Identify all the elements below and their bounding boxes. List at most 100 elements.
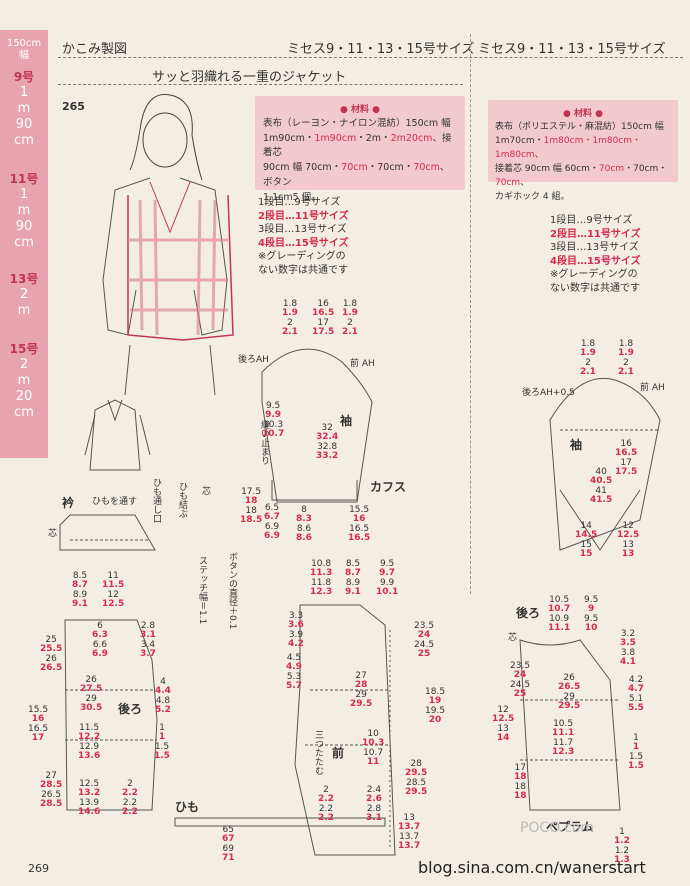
size-heading-left: ミセス9・11・13・15号サイズ: [287, 42, 475, 57]
mat-seg: 、: [520, 177, 530, 188]
tab-amount: m: [17, 203, 31, 218]
cuffs-label: カフス: [370, 480, 407, 494]
stitch-stop-label: 縫い止まり: [259, 420, 269, 465]
legend-line: 1段目…9号サイズ: [258, 197, 341, 208]
tab-amount: cm: [14, 405, 34, 420]
mat-seg: 70cm: [598, 163, 625, 174]
back-pattern-right: [519, 639, 621, 811]
front-ah-label-right: 前 AH: [640, 383, 665, 393]
mat-seg: 90cm 幅 70cm・: [263, 162, 342, 174]
front-label: 前: [332, 746, 345, 760]
legend-line: ない数字は共通です: [258, 264, 348, 276]
mat-seg: 1m80cm: [543, 135, 584, 146]
watermark-text: blog.sina.com.cn/wanerstart: [418, 858, 646, 877]
legend-line: 1段目…9号サイズ: [550, 215, 633, 226]
tab-amount: m: [17, 101, 31, 116]
back-body-pattern: [64, 619, 158, 811]
mat-seg: 70cm: [413, 162, 440, 174]
sleeve-label: 袖: [340, 414, 353, 428]
tab-size-13: 13号: [9, 272, 39, 286]
mat-seg: 1m90cm: [314, 132, 357, 144]
back-ah-label-right: 後ろAH+0.5: [522, 388, 575, 398]
tab-amount: 2: [19, 287, 29, 302]
materials-title: ● 材料 ●: [563, 109, 603, 119]
mat-seg: ・2m・: [356, 132, 391, 144]
peplum-label: ペプラム: [546, 820, 594, 834]
tie-through-label: ひもを通す: [92, 497, 138, 507]
header-divider: [58, 57, 683, 58]
mat-seg: 、ボタン: [263, 162, 450, 188]
mat-seg: 、: [534, 149, 544, 160]
tab-amount: m: [17, 373, 31, 388]
tab-amount: m: [17, 303, 31, 318]
mat-seg: 1m80cm: [495, 149, 535, 160]
stitch-width-note: ステッチ幅＝1.1: [197, 556, 207, 625]
materials-line: カギホック 4 組。: [495, 191, 570, 202]
size-heading-right: ミセス9・11・13・15号サイズ: [478, 42, 666, 57]
back-ah-label: 後ろAH: [238, 355, 269, 365]
legend-line: 2段目…11号サイズ: [550, 228, 641, 240]
tab-size-15: 15号: [9, 342, 39, 356]
size-legend-left: 1段目…9号サイズ 2段目…11号サイズ 3段目…13号サイズ 4段目…15号サ…: [258, 196, 349, 277]
tie-label: ひも: [175, 800, 200, 814]
tab-size-9: 9号: [13, 70, 35, 84]
mat-seg: ・1m80cm・: [583, 135, 642, 146]
legend-line: 4段目…15号サイズ: [258, 237, 349, 249]
mat-seg: ・70cm・: [367, 162, 414, 174]
fabric-width-label: 150cm: [6, 38, 42, 49]
section-title: かこみ製図: [62, 42, 128, 57]
interfacing-label-3: 芯: [508, 633, 518, 643]
column-divider: [470, 34, 471, 594]
legend-line: 4段目…15号サイズ: [550, 255, 641, 267]
materials-box-right: ● 材料 ● 表布（ポリエステル・麻混紡）150cm 幅 1m70cm・1m80…: [488, 100, 678, 202]
materials-box-left: ● 材料 ● 表布（レーヨン・ナイロン混紡）150cm 幅 1m90cm・1m9…: [255, 96, 465, 203]
garment-title: サッと羽織れる一重のジャケット: [152, 70, 347, 85]
collar-pattern: [59, 514, 156, 551]
mat-seg: 70cm: [495, 177, 521, 188]
tie-knot-label: ひも結ぶ: [177, 482, 187, 518]
tab-amount: 1: [19, 85, 29, 100]
sleeve-label-right: 袖: [570, 438, 583, 452]
materials-title: ● 材料 ●: [340, 105, 380, 115]
interfacing-label-2: 芯: [202, 487, 212, 497]
tab-size-11: 11号: [9, 172, 39, 186]
tab-amount: cm: [14, 235, 34, 250]
legend-line: 3段目…13号サイズ: [550, 242, 639, 253]
tie-opening-label: ひも通し口: [151, 478, 161, 523]
